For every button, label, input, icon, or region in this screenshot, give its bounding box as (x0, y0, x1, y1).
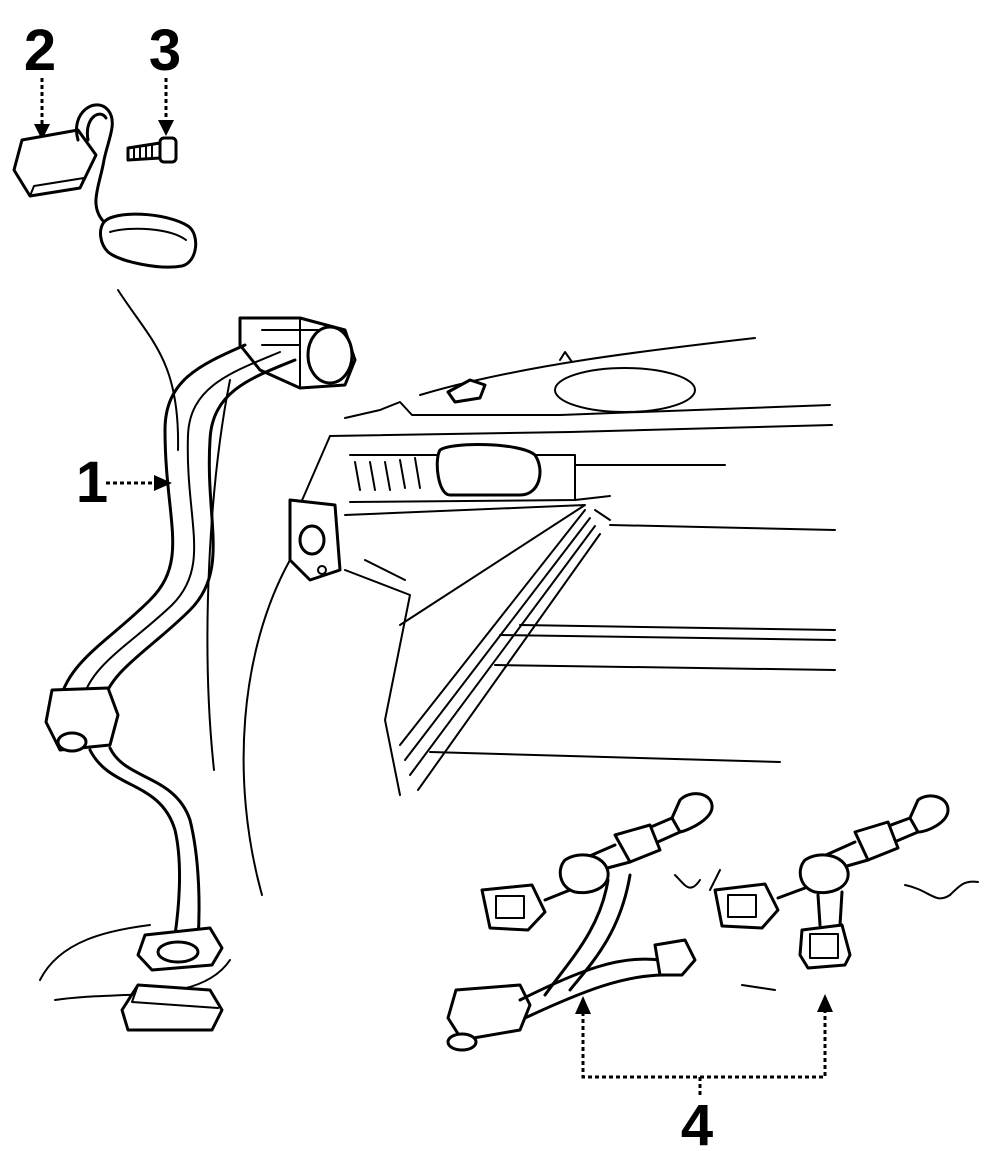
leader-3 (158, 78, 174, 136)
leader-1 (106, 475, 172, 491)
callout-4-label: 4 (681, 1093, 713, 1151)
callout-3-label: 3 (149, 18, 181, 83)
leader-2 (34, 78, 50, 140)
vehicle-body (288, 337, 836, 796)
part-2-cover (12, 103, 198, 269)
part-4-rear-belts (446, 792, 979, 1052)
part-1-belt-assembly (39, 289, 357, 1032)
leader-4 (575, 994, 833, 1098)
callout-2-label: 2 (24, 18, 56, 83)
part-3-screw (126, 136, 178, 164)
callout-1-label: 1 (76, 450, 108, 515)
